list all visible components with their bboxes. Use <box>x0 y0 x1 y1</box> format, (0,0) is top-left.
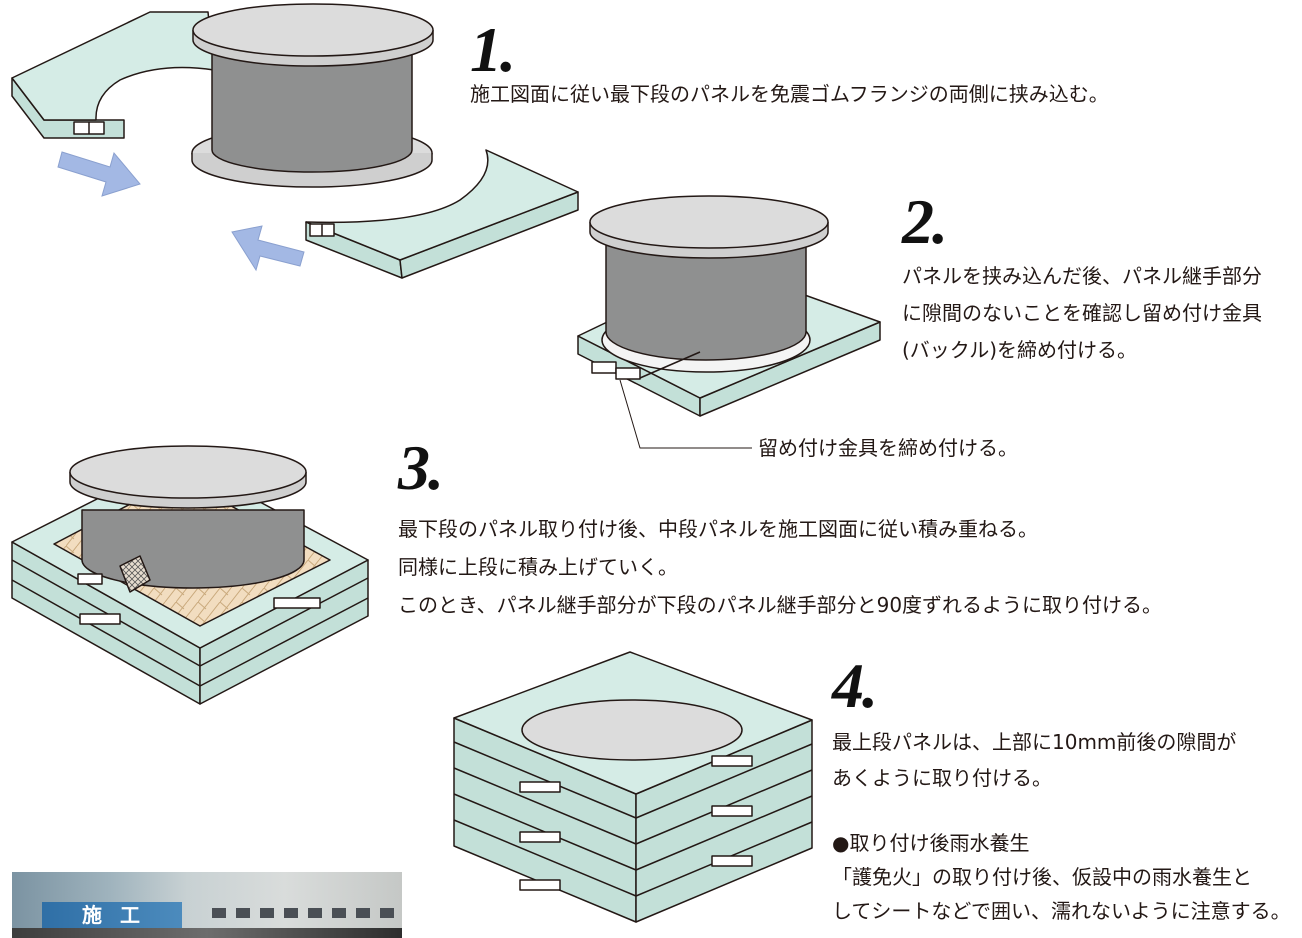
step4-illustration <box>453 651 813 923</box>
step3-line-1: 最下段のパネル取り付け後、中段パネルを施工図面に従い積み重ねる。 <box>398 517 1038 541</box>
step2-number: 2. <box>902 186 948 257</box>
step2-line-3: (バックル)を締め付ける。 <box>902 338 1138 362</box>
step4-line-1: 最上段パネルは、上部に10mm前後の隙間が <box>832 730 1237 754</box>
step3-text: 最下段のパネル取り付け後、中段パネルを施工図面に従い積み重ねる。 同様に上段に積… <box>398 510 1162 624</box>
step3-line-2: 同様に上段に積み上げていく。 <box>398 555 678 579</box>
rubber-bearing <box>191 3 434 188</box>
step3-number: 3. <box>398 432 444 503</box>
step4-text: 最上段パネルは、上部に10mm前後の隙間が あくように取り付ける。 <box>832 724 1236 796</box>
arrow-left-icon <box>231 225 305 272</box>
step1-number: 1. <box>470 14 516 85</box>
rain-note-line-1: 「護免火」の取り付け後、仮設中の雨水養生と <box>832 865 1252 889</box>
step4-number: 4. <box>832 650 878 721</box>
buckle-callout: 留め付け金具を締め付ける。 <box>758 436 1018 460</box>
photo-label: 施工 <box>82 903 158 927</box>
photo-bottom-strip <box>12 928 402 938</box>
step2-line-1: パネルを挟み込んだ後、パネル継手部分 <box>902 264 1262 288</box>
step2-text: パネルを挟み込んだ後、パネル継手部分 に隙間のないことを確認し留め付け金具 (バ… <box>902 258 1262 369</box>
right-c-panel <box>305 149 579 279</box>
step3-line-3: このとき、パネル継手部分が下段のパネル継手部分と90度ずれるように取り付ける。 <box>398 593 1163 617</box>
step4-line-2: あくように取り付ける。 <box>832 766 1052 790</box>
step1-text: 施工図面に従い最下段のパネルを免震ゴムフランジの両側に挟み込む。 <box>470 78 1109 111</box>
left-c-panel <box>11 11 215 139</box>
rain-note-heading: ●取り付け後雨水養生 <box>832 831 1030 855</box>
photo-buckle-row <box>212 908 402 918</box>
step2-line-2: に隙間のないことを確認し留め付け金具 <box>902 301 1262 325</box>
rain-note: ●取り付け後雨水養生 「護免火」の取り付け後、仮設中の雨水養生と してシートなど… <box>832 826 1291 928</box>
step1-line-1: 施工図面に従い最下段のパネルを免震ゴムフランジの両側に挟み込む。 <box>470 82 1109 106</box>
step3-illustration <box>11 445 369 705</box>
step1-illustration <box>11 3 579 279</box>
arrow-right-icon <box>57 151 141 197</box>
rain-note-line-2: してシートなどで囲い、濡れないように注意する。 <box>832 899 1291 923</box>
step2-illustration <box>577 195 881 449</box>
photo-label-band <box>42 902 182 928</box>
construction-photo: 施工 <box>12 872 402 938</box>
